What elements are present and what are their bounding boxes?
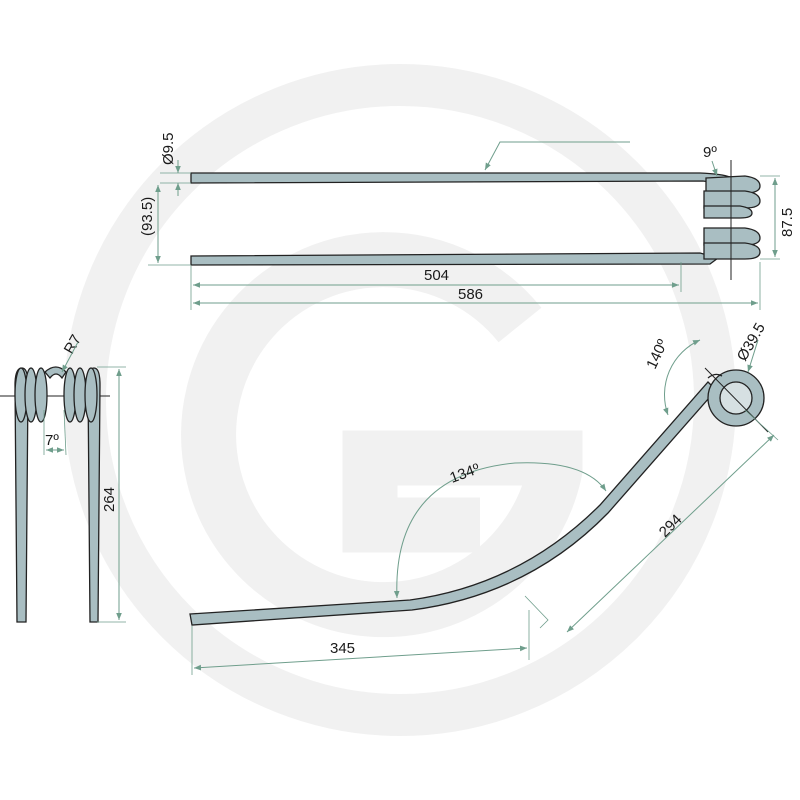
lower-tine-bar <box>190 252 720 266</box>
inner-length-label: 504 <box>424 267 449 284</box>
left-coil-loops <box>14 367 48 423</box>
wire-diameter-label: Ø9.5 <box>160 132 177 165</box>
coil-diameter-label: Ø39.5 <box>734 320 769 364</box>
gap-label: (93.5) <box>139 197 156 236</box>
coil-angle-140-label: 140º <box>643 336 672 371</box>
top-view: Ø9.5 (93.5) 9º 87.5 504 586 <box>139 132 796 310</box>
coil-width-label: 87.5 <box>779 208 796 237</box>
overall-length-label: 586 <box>458 286 483 303</box>
center-bridge <box>44 366 67 380</box>
coil-eye <box>707 369 765 427</box>
coil-windings <box>703 175 761 260</box>
leg-angle-label: 7º <box>45 432 59 449</box>
coil-angle-label: 9º <box>703 144 717 161</box>
side-view: R7 7º 264 <box>0 332 126 623</box>
right-coil-loops <box>63 367 98 423</box>
straight-length-label: 345 <box>330 640 355 657</box>
leader-arrow <box>484 141 630 171</box>
height-label: 264 <box>101 487 118 512</box>
